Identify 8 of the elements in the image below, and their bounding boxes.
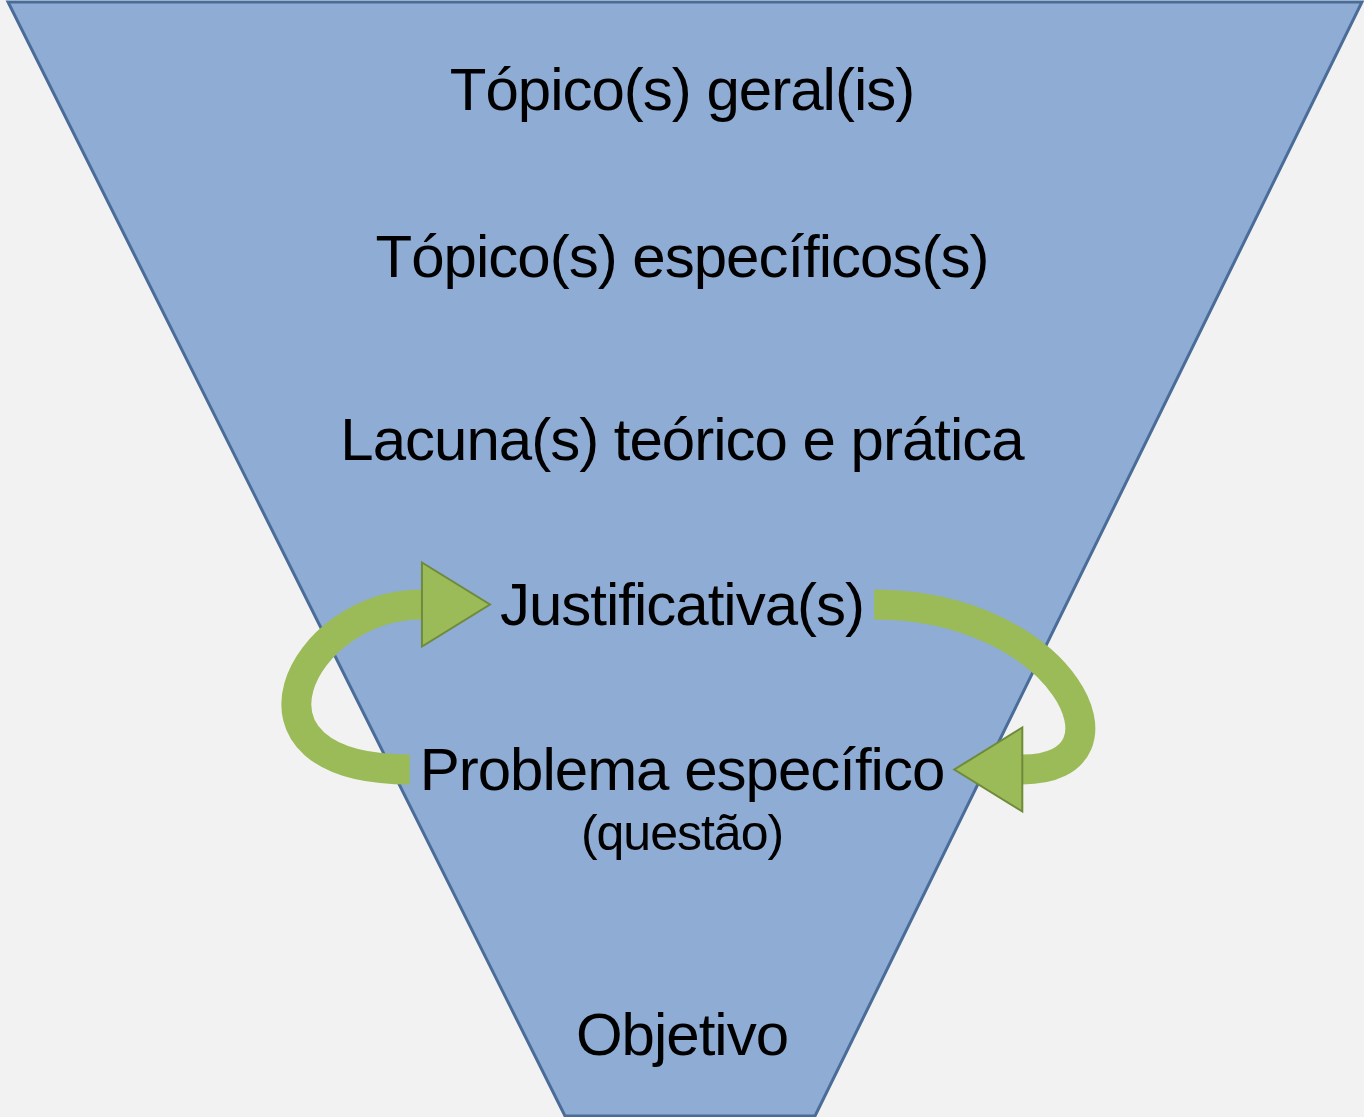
stage-note: (questão) [579,804,785,862]
stage-label: Objetivo [575,1000,789,1069]
curved-arrow [872,589,1096,813]
stage-label: Justificativa(s) [499,570,865,639]
stage-label: Lacuna(s) teórico e prática [340,405,1024,474]
stage-label: Problema específico [419,735,945,804]
stage-label: Tópico(s) geral(is) [449,55,915,124]
stage-label: Tópico(s) específicos(s) [375,222,989,291]
